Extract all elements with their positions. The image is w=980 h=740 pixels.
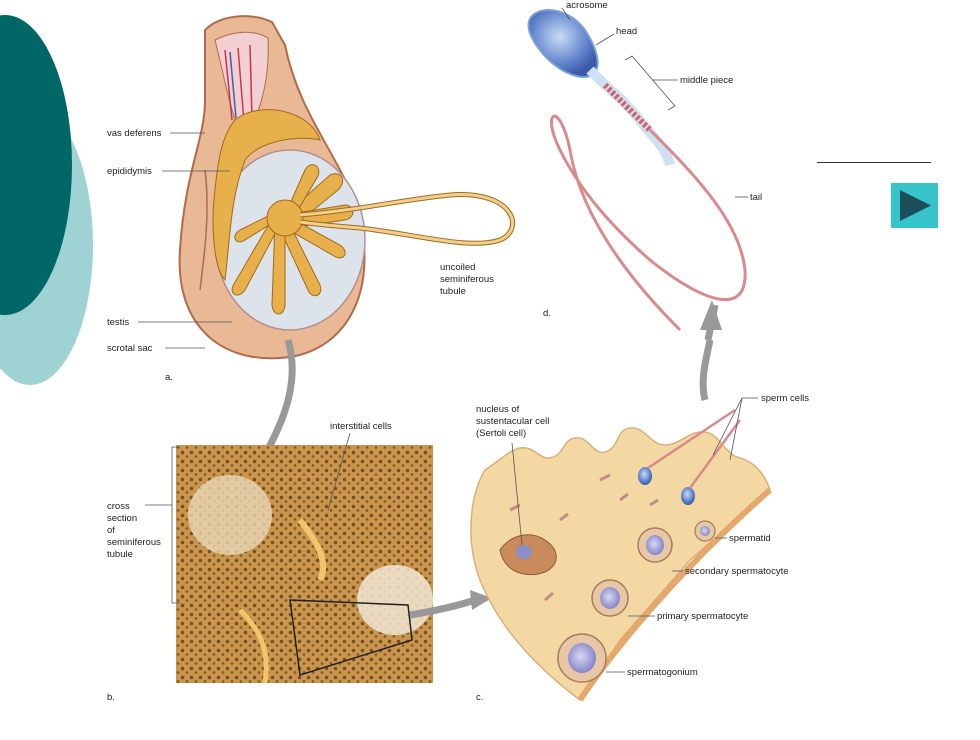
panel-label-c: c. bbox=[476, 692, 483, 703]
sperm-illustration bbox=[527, 9, 747, 401]
testis-illustration bbox=[178, 15, 516, 478]
label-epididymis: epididymis bbox=[107, 166, 152, 177]
next-slide-button[interactable] bbox=[891, 183, 938, 228]
tissue-micrograph bbox=[176, 445, 492, 684]
label-middle-piece: middle piece bbox=[680, 75, 733, 86]
panel-label-a: a. bbox=[165, 372, 173, 383]
label-uncoiled-1: uncoiled bbox=[440, 262, 475, 273]
label-scrotal-sac: scrotal sac bbox=[107, 343, 153, 354]
divider-line bbox=[817, 162, 931, 163]
play-triangle-icon bbox=[900, 190, 931, 221]
label-primary-spermatocyte: primary spermatocyte bbox=[657, 611, 748, 622]
label-vas-deferens: vas deferens bbox=[107, 128, 162, 139]
label-cross-5: tubule bbox=[107, 549, 133, 560]
teal-oval-dark bbox=[0, 15, 72, 315]
label-nucleus-2: sustentacular cell bbox=[476, 416, 549, 427]
label-sperm-cells: sperm cells bbox=[761, 393, 809, 404]
label-secondary-spermatocyte: secondary spermatocyte bbox=[685, 566, 789, 577]
label-nucleus-3: (Sertoli cell) bbox=[476, 428, 526, 439]
label-cross-2: section bbox=[107, 513, 137, 524]
seminiferous-wall-illustration bbox=[470, 408, 772, 702]
label-nucleus-1: nucleus of bbox=[476, 404, 520, 415]
label-testis: testis bbox=[107, 317, 129, 328]
label-spermatid: spermatid bbox=[729, 533, 771, 544]
label-spermatogonium: spermatogonium bbox=[627, 667, 698, 678]
label-uncoiled-2: seminiferous bbox=[440, 274, 494, 285]
label-cross-3: of bbox=[107, 525, 115, 536]
label-cross-4: seminiferous bbox=[107, 537, 161, 548]
label-tail: tail bbox=[750, 192, 762, 203]
label-cross-1: cross bbox=[107, 501, 130, 512]
panel-label-b: b. bbox=[107, 692, 115, 703]
label-head: head bbox=[616, 26, 637, 37]
label-acrosome: acrosome bbox=[566, 0, 608, 11]
label-interstitial-cells: interstitial cells bbox=[330, 421, 392, 432]
label-uncoiled-3: tubule bbox=[440, 286, 466, 297]
panel-label-d: d. bbox=[543, 308, 551, 319]
